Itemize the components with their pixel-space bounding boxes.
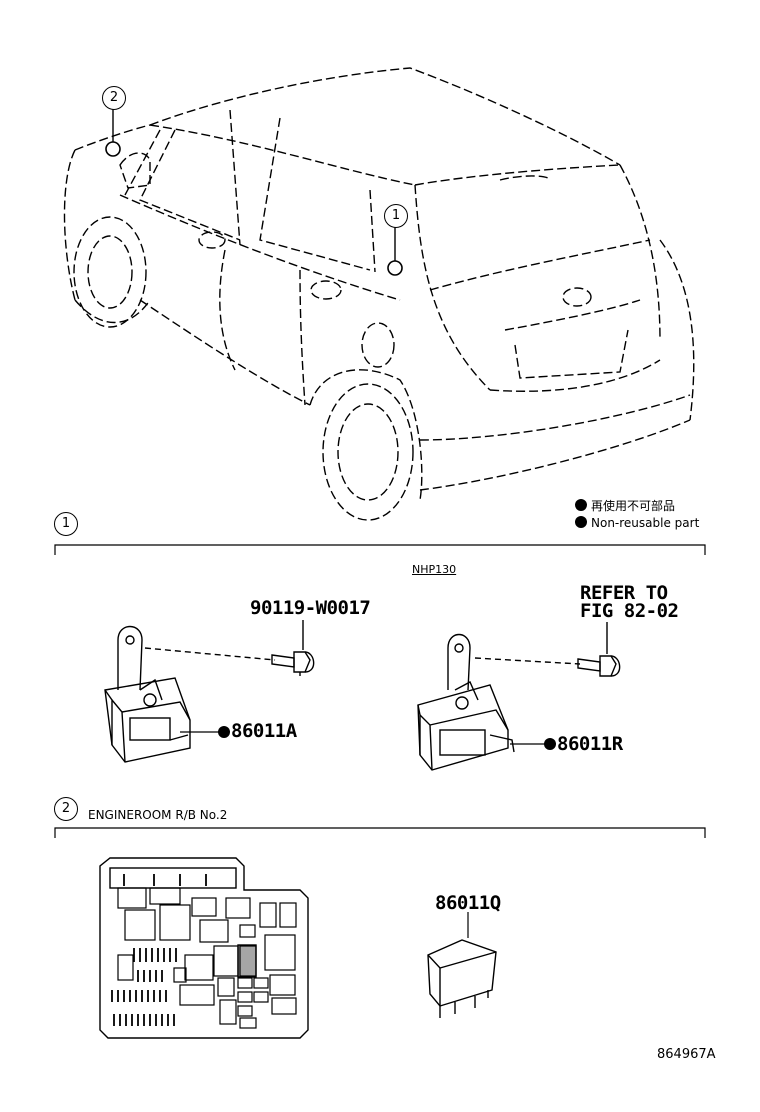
relay-q-drawing (427, 939, 497, 1018)
non-reusable-dot-icon (575, 499, 587, 511)
car-outline (63, 67, 695, 521)
legend-jp: 再使用不可部品 (575, 497, 675, 514)
callout-2-top: 2 (102, 86, 126, 110)
part-86011A[interactable]: 86011A (231, 720, 297, 742)
part-86011Q[interactable]: 86011Q (435, 892, 501, 914)
legend-en: Non-reusable part (575, 516, 699, 530)
section-2-marker: 2 (54, 797, 78, 821)
relay-right-drawing (417, 622, 621, 771)
variant-label: NHP130 (412, 563, 457, 576)
refer-fig-label[interactable]: FIG 82-02 (580, 600, 679, 622)
section-2-title: ENGINEROOM R/B No.2 (88, 808, 228, 822)
non-reusable-dot-icon (575, 516, 587, 528)
callout-1-top: 1 (384, 204, 408, 228)
relay-block-drawing (99, 857, 309, 1039)
figure-number: 864967A (657, 1047, 716, 1062)
relay-left-drawing (104, 620, 315, 763)
part-86011R[interactable]: 86011R (557, 733, 623, 755)
refer-to-label[interactable]: REFER TO (580, 582, 668, 604)
part-bolt-90119[interactable]: 90119-W0017 (250, 597, 371, 619)
section-1-marker: 1 (54, 512, 78, 536)
